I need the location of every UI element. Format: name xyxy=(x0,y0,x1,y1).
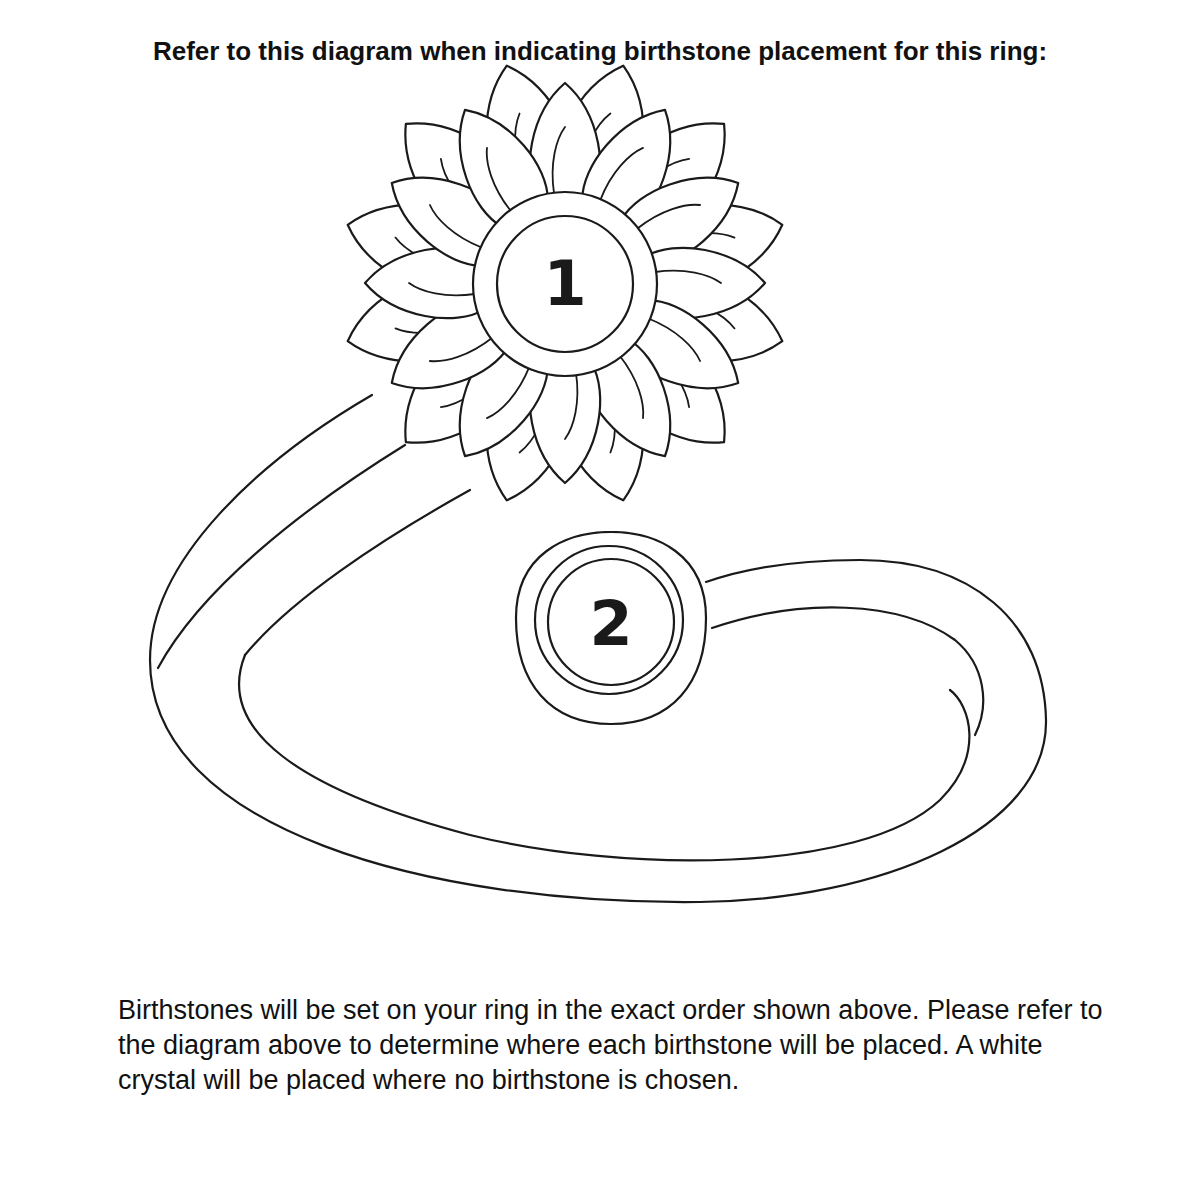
petal-vein xyxy=(565,373,577,439)
petal-vein xyxy=(610,355,654,418)
band-right-edge xyxy=(712,607,983,735)
petal-vein xyxy=(599,142,643,205)
caption: Birthstones will be set on your ring in … xyxy=(118,993,1108,1098)
callout-number: 2 xyxy=(512,589,710,659)
petal-vein xyxy=(637,194,700,238)
petal-vein xyxy=(476,148,520,211)
band-inner-top xyxy=(245,490,470,655)
stone-setting: 2 xyxy=(512,531,710,729)
petal-vein xyxy=(409,283,475,295)
petal-vein xyxy=(655,271,721,283)
band-left-edge xyxy=(158,445,405,668)
callout-number: 1 xyxy=(470,249,660,319)
title: Refer to this diagram when indicating bi… xyxy=(20,34,1180,68)
petal-vein xyxy=(430,328,493,372)
petal-vein xyxy=(643,317,706,361)
petal-vein xyxy=(487,361,531,424)
stone-setting: 1 xyxy=(470,189,660,379)
petal-vein xyxy=(424,205,487,249)
petal-vein xyxy=(553,127,565,193)
flower-petals xyxy=(337,55,793,511)
